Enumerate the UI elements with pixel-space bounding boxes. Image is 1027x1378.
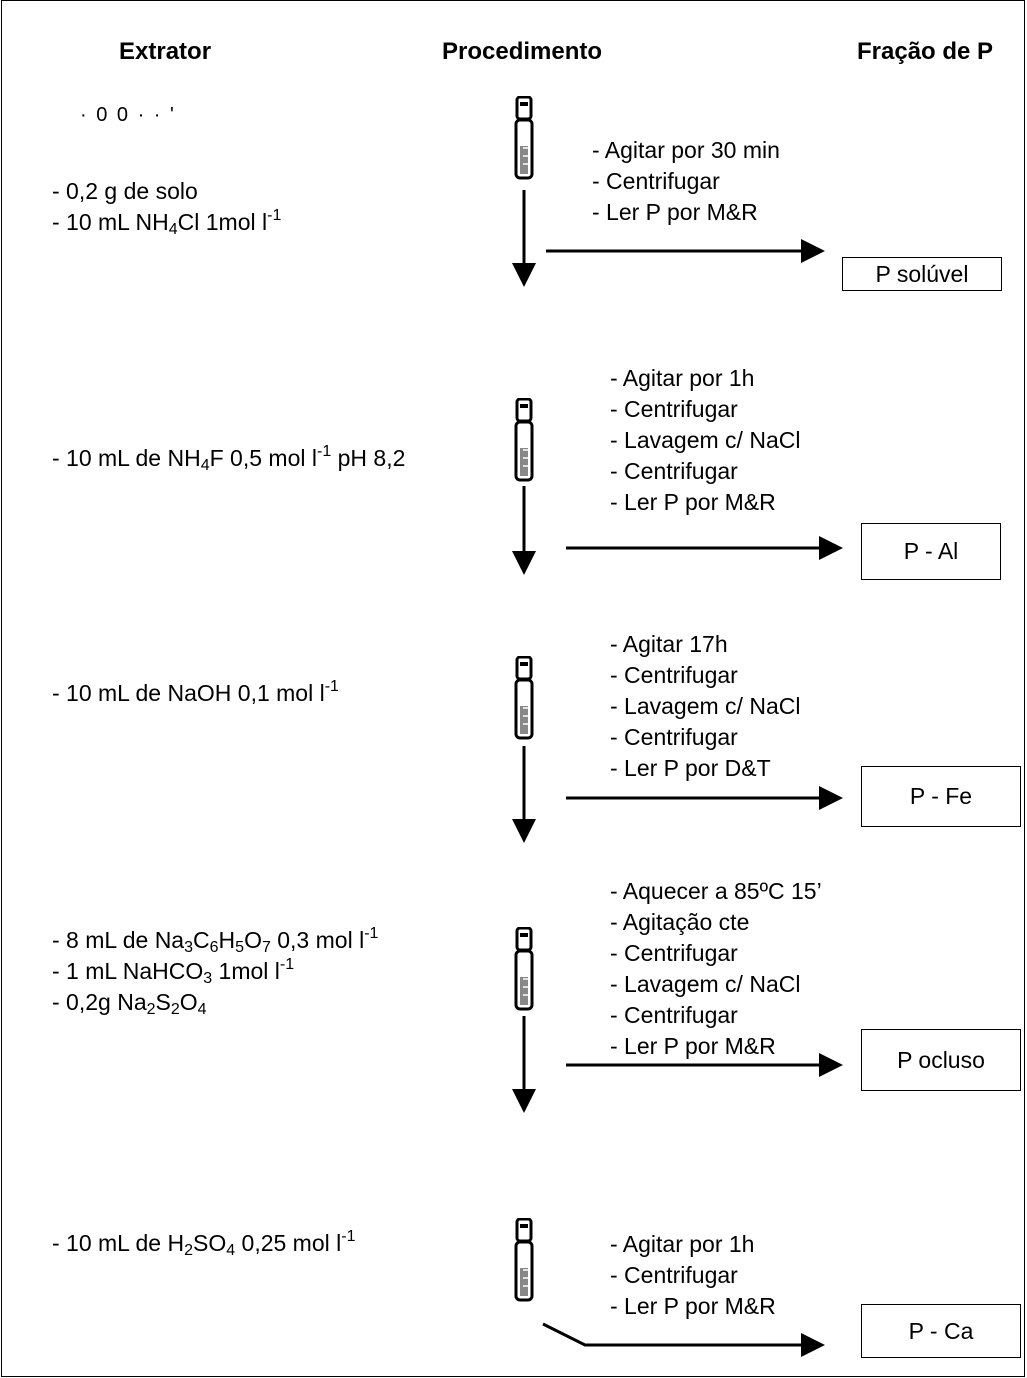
procedure-line: - Lavagem c/ NaCl: [610, 693, 801, 719]
procedure-line: - Agitar por 1h: [610, 365, 755, 391]
procedure-line: - Ler P por D&T: [610, 755, 771, 781]
procedure-line: - Lavagem c/ NaCl: [610, 427, 801, 453]
extractor-line: - 10 mL de NaOH 0,1 mol l-1: [52, 678, 339, 707]
procedure-line: - Ler P por M&R: [610, 1293, 776, 1319]
procedure-line: - Agitação cte: [610, 909, 750, 935]
fraction-box-p-ocluso: P ocluso: [861, 1029, 1021, 1091]
extractor-line: - 10 mL de H2SO4 0,25 mol l-1: [52, 1228, 356, 1259]
extractor-line: - 0,2 g de solo: [52, 178, 198, 204]
extractor-line: - 10 mL de NH4F 0,5 mol l-1 pH 8,2: [52, 443, 406, 474]
procedure-line: - Lavagem c/ NaCl: [610, 971, 801, 997]
procedure-line: - Centrifugar: [610, 396, 738, 422]
procedure-line: - Centrifugar: [610, 458, 738, 484]
procedure-line: - Agitar por 1h: [610, 1231, 755, 1257]
procedure-line: - Ler P por M&R: [592, 199, 758, 225]
extractor-line: - 0,2g Na2S2O4: [52, 989, 207, 1018]
extractor-line: - 8 mL de Na3C6H5O7 0,3 mol l-1: [52, 925, 379, 956]
procedure-line: - Agitar por 30 min: [592, 137, 780, 163]
faded-text: · 0 0 · · ': [80, 104, 176, 126]
procedure-step-1: - Agitar por 30 min - Centrifugar - Ler …: [592, 135, 780, 228]
procedure-step-4: - Aquecer a 85ºC 15’ - Agitação cte - Ce…: [610, 876, 822, 1062]
extractor-step-3: - 10 mL de NaOH 0,1 mol l-1: [52, 678, 339, 709]
header-fracao: Fração de P: [857, 38, 994, 65]
header-procedimento: Procedimento: [442, 38, 603, 65]
procedure-line: - Centrifugar: [610, 1002, 738, 1028]
procedure-step-2: - Agitar por 1h - Centrifugar - Lavagem …: [610, 363, 800, 518]
header-extrator: Extrator: [119, 38, 212, 65]
procedure-step-3: - Agitar 17h - Centrifugar - Lavagem c/ …: [610, 629, 800, 784]
procedure-line: - Agitar 17h: [610, 631, 728, 657]
procedure-line: - Centrifugar: [592, 168, 720, 194]
test-tube-icon: [514, 398, 534, 482]
test-tube-icon: [514, 656, 534, 740]
procedure-line: - Aquecer a 85ºC 15’: [610, 878, 822, 904]
procedure-line: - Centrifugar: [610, 1262, 738, 1288]
fraction-box-p-fe: P - Fe: [861, 766, 1021, 827]
procedure-step-5: - Agitar por 1h - Centrifugar - Ler P po…: [610, 1229, 776, 1322]
procedure-line: - Centrifugar: [610, 724, 738, 750]
extractor-step-4: - 8 mL de Na3C6H5O7 0,3 mol l-1 - 1 mL N…: [52, 925, 378, 1018]
procedure-line: - Centrifugar: [610, 940, 738, 966]
procedure-line: - Ler P por M&R: [610, 489, 776, 515]
fraction-box-p-soluvel: P solúvel: [842, 257, 1002, 291]
procedure-line: - Centrifugar: [610, 662, 738, 688]
extractor-line: - 1 mL NaHCO3 1mol l-1: [52, 956, 295, 987]
test-tube-icon: [514, 1218, 534, 1302]
extractor-step-2: - 10 mL de NH4F 0,5 mol l-1 pH 8,2: [52, 443, 405, 474]
test-tube-icon: [514, 927, 534, 1011]
extractor-step-1: - 0,2 g de solo - 10 mL NH4Cl 1mol l-1: [52, 176, 281, 238]
procedure-line: - Ler P por M&R: [610, 1033, 776, 1059]
fraction-box-p-al: P - Al: [861, 523, 1001, 580]
extractor-step-5: - 10 mL de H2SO4 0,25 mol l-1: [52, 1228, 355, 1259]
extractor-line: - 10 mL NH4Cl 1mol l-1: [52, 207, 282, 238]
bent-arrow: [542, 1322, 825, 1357]
test-tube-icon: [514, 96, 534, 180]
fraction-box-p-ca: P - Ca: [861, 1304, 1021, 1358]
